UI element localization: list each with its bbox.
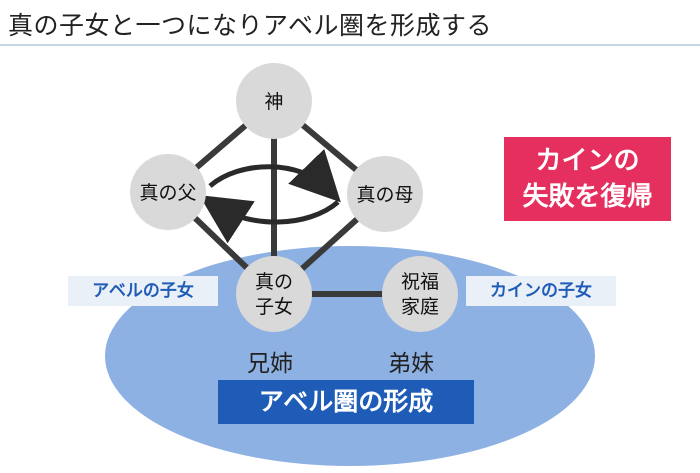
node-god-label: 神 <box>264 91 283 113</box>
arrow-father-to-mother <box>208 149 341 203</box>
page-title: 真の子女と一つになりアベル圏を形成する <box>8 11 493 40</box>
node-true-child-label-1: 真の <box>255 271 293 293</box>
node-true-mother <box>347 156 423 232</box>
node-blessed-family-label-1: 祝福 <box>401 271 439 293</box>
node-true-mother-label: 真の母 <box>356 184 413 206</box>
arrow-mother-to-father <box>199 195 340 244</box>
elder-sibling-label: 兄姉 <box>247 351 293 377</box>
abel-sphere-banner: アベル圏の形成 <box>218 380 474 424</box>
badge-line-1: カインの <box>535 146 640 176</box>
node-blessed-family-label-2: 家庭 <box>401 296 439 318</box>
title-divider <box>0 44 700 46</box>
cain-child-tag: カインの子女 <box>466 276 616 306</box>
node-blessed-family <box>382 256 458 332</box>
node-true-father <box>130 154 206 230</box>
cain-failure-badge: カインの 失敗を復帰 <box>504 137 671 221</box>
node-true-child <box>236 256 312 332</box>
node-true-father-label: 真の父 <box>139 182 196 204</box>
node-god <box>236 63 312 139</box>
younger-sibling-label: 弟妹 <box>388 351 434 377</box>
badge-line-2: 失敗を復帰 <box>522 182 653 212</box>
abel-child-tag: アベルの子女 <box>68 276 218 306</box>
node-true-child-label-2: 子女 <box>255 296 293 318</box>
